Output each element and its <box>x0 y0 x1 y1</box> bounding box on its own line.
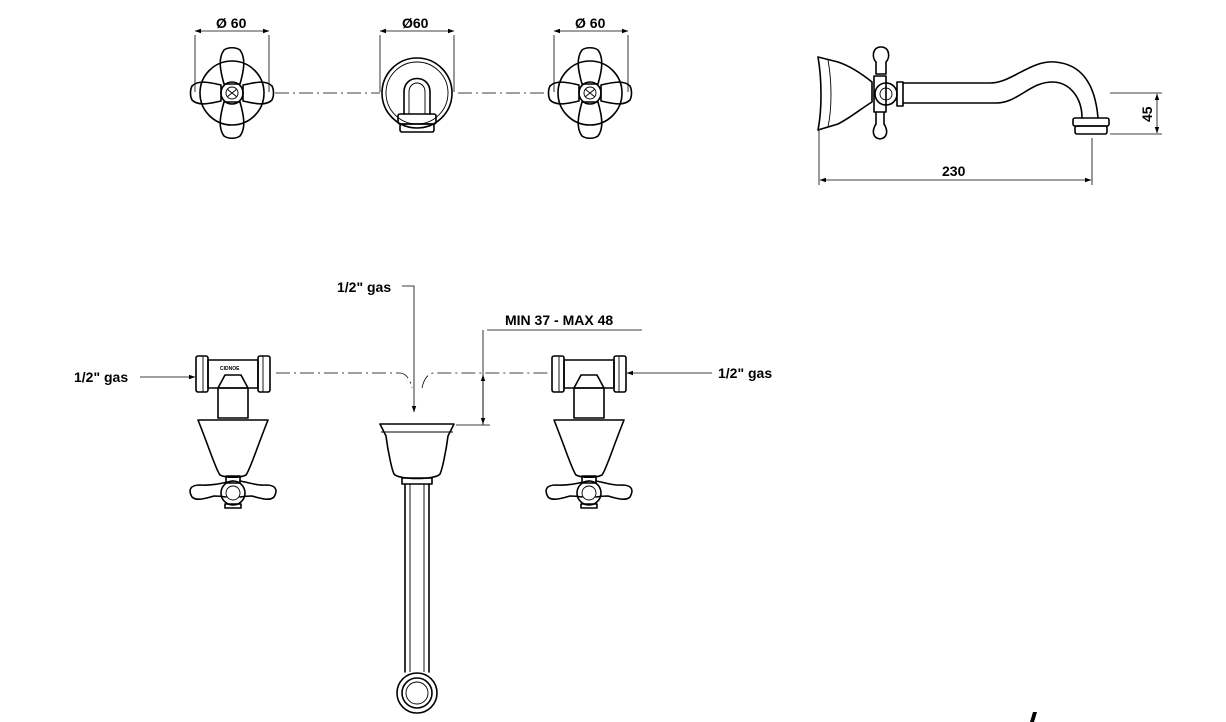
spout-body <box>379 423 455 714</box>
valve-marking: CIDNOE <box>220 366 240 372</box>
left-valve-body: CIDNOE <box>189 355 277 509</box>
side-view: 230 45 <box>817 46 1162 185</box>
inlet-right-label: 1/2" gas <box>718 365 772 381</box>
right-cross-handle <box>547 28 633 140</box>
wall-depth-label: MIN 37 - MAX 48 <box>505 312 613 328</box>
diameter-label-left: Ø 60 <box>216 15 247 31</box>
inlet-left-label: 1/2" gas <box>74 369 128 385</box>
front-view: Ø 60 Ø60 Ø 60 <box>189 15 633 140</box>
side-rosette <box>817 56 873 131</box>
supply-centerline <box>276 372 550 389</box>
diameter-label-right: Ø 60 <box>575 15 606 31</box>
installation-view: CIDNOE <box>74 279 772 714</box>
inlet-top-label: 1/2" gas <box>337 279 391 295</box>
spout-rosette-front <box>379 28 455 133</box>
left-cross-handle <box>189 28 275 140</box>
corner-mark <box>1030 712 1037 722</box>
spout-height-label: 45 <box>1139 106 1155 122</box>
right-valve-body <box>545 355 633 509</box>
spout-length-label: 230 <box>942 163 966 179</box>
inlet-top-leader <box>402 285 417 413</box>
diameter-label-center: Ø60 <box>402 15 429 31</box>
